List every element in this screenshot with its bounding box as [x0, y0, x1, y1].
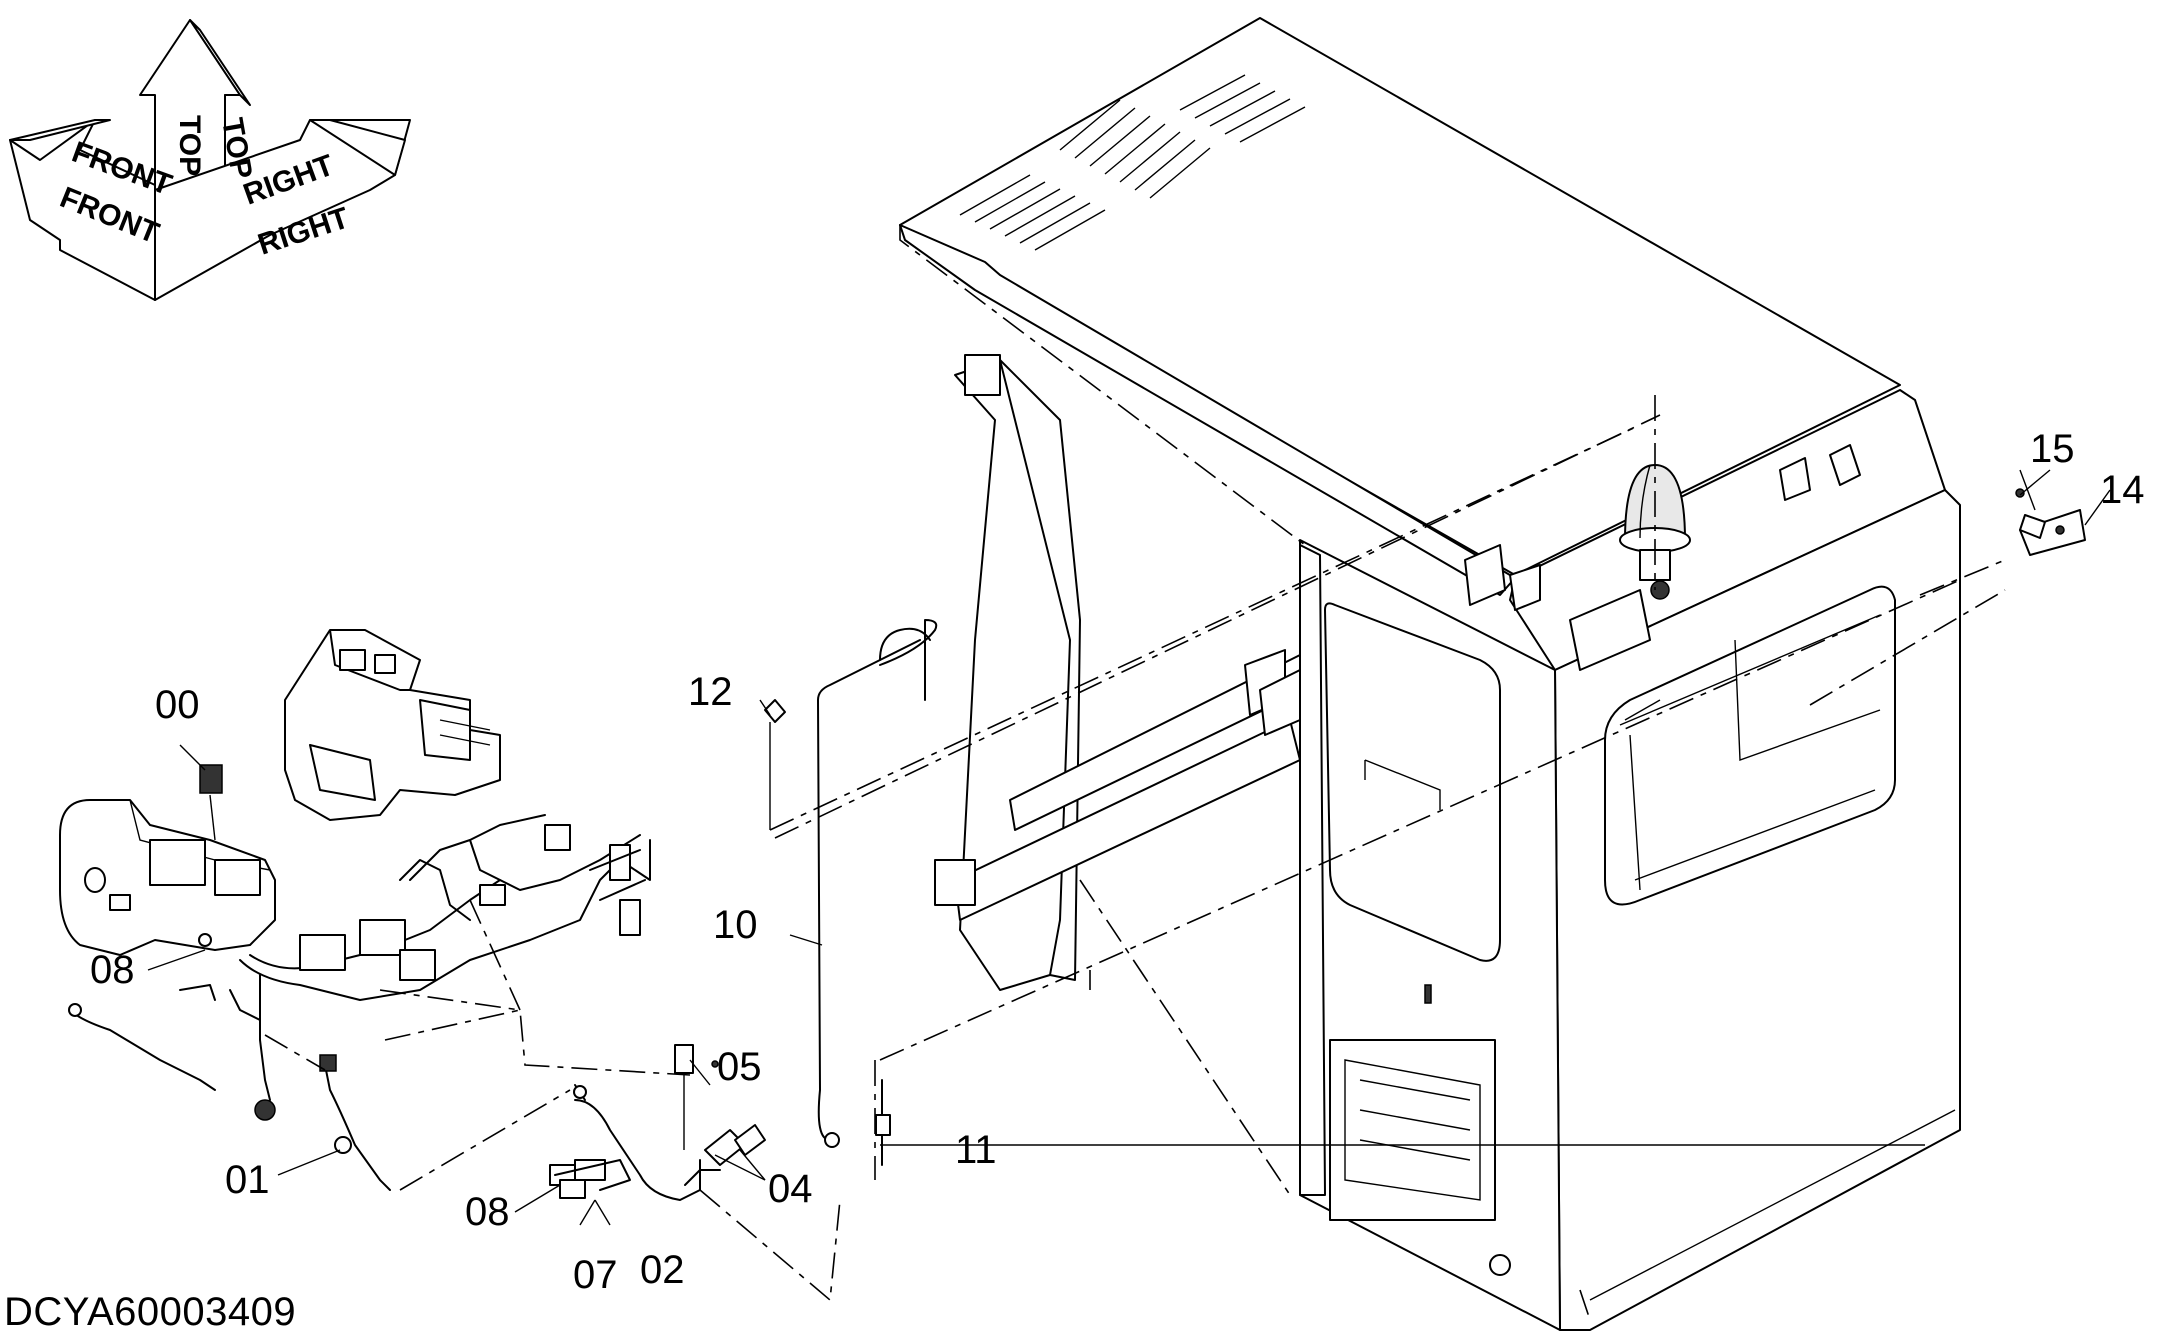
cab-frame — [899, 17, 1961, 1331]
left-console — [59, 799, 276, 956]
part-07-connectors — [549, 1159, 631, 1199]
callout-07: 07 — [573, 1253, 618, 1297]
part-10-cable — [817, 619, 938, 1148]
callout-00: 00 — [155, 683, 200, 727]
part-00-switch — [199, 764, 223, 841]
callout-11: 11 — [955, 1128, 997, 1172]
part-14-bracket — [2019, 509, 2086, 556]
orientation-icon: TOP TOP FRONT FRONT RIGHT RIGHT — [9, 19, 411, 301]
part-15-screw — [2015, 488, 2025, 498]
callout-12: 12 — [688, 670, 733, 714]
callout-04: 04 — [768, 1167, 813, 1211]
part-11-connector — [875, 1079, 891, 1166]
callout-10: 10 — [713, 903, 758, 947]
part-04-clips — [684, 1124, 766, 1186]
callout-leaders — [147, 469, 2111, 1226]
callout-05: 05 — [717, 1045, 762, 1089]
callout-01: 01 — [225, 1158, 270, 1202]
part-01-harness — [319, 1054, 391, 1191]
callout-08-lower: 08 — [465, 1190, 510, 1234]
roof-vents — [959, 74, 1306, 251]
part-05-bracket — [674, 1044, 719, 1150]
callout-15: 15 — [2030, 427, 2075, 471]
main-wiring-harness — [68, 814, 651, 1121]
callout-02: 02 — [640, 1248, 685, 1292]
callout-14: 14 — [2100, 468, 2145, 512]
part-12-clip — [764, 699, 786, 830]
assembly-dash-lines — [769, 225, 2006, 1321]
right-console — [284, 629, 501, 821]
callout-08-upper: 08 — [90, 948, 135, 992]
parts-dash-lines — [264, 899, 841, 1302]
top-label: TOP — [173, 115, 206, 176]
document-id: DCYA60003409 — [4, 1290, 297, 1334]
part-02-harness — [573, 1084, 701, 1201]
